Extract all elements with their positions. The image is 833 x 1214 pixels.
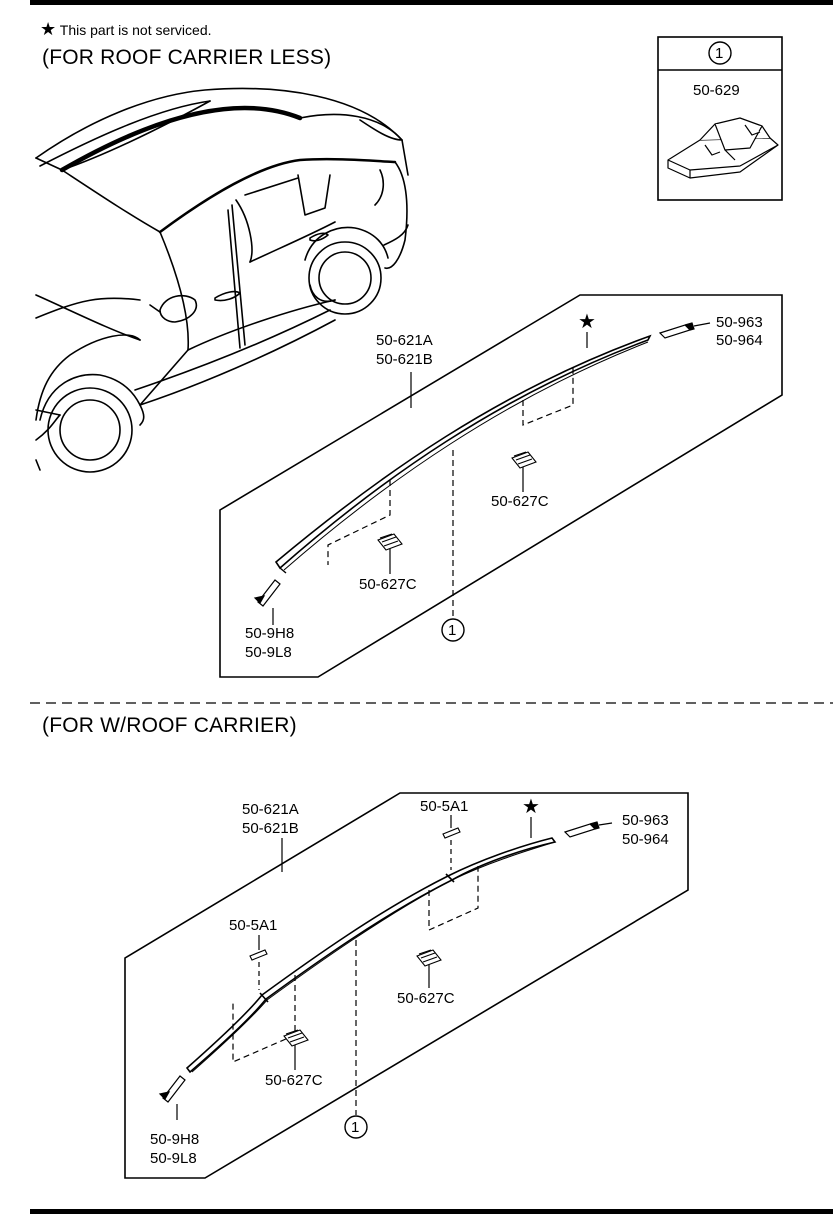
s2-front-cap-label-a: 50-9H8 — [150, 1131, 200, 1148]
s1-molding-label-a: 50-621A — [376, 332, 433, 349]
s2-joint-upper-label: 50-5A1 — [420, 798, 469, 815]
clip-50-627c-upper-icon — [511, 451, 537, 469]
section1-exploded-view — [219, 294, 783, 678]
s1-front-cap-label-a: 50-9H8 — [245, 625, 295, 642]
section1-frame — [219, 294, 783, 678]
clip-50-627c-lower-icon — [283, 1029, 309, 1047]
s1-clip-lower-label: 50-627C — [359, 576, 417, 593]
inset-part-label: 50-629 — [693, 82, 740, 99]
top-rule — [30, 0, 833, 5]
bottom-rule — [30, 1209, 833, 1214]
inset-callout-circle — [708, 41, 732, 65]
section2-frame — [124, 792, 689, 1179]
car-illustration — [35, 87, 409, 473]
s2-clip-lower-label: 50-627C — [265, 1072, 323, 1089]
clip-50-627c-lower-icon — [377, 533, 403, 551]
inset-box — [657, 36, 783, 201]
end-cap-front-icon — [253, 579, 281, 625]
s2-front-cap-label-b: 50-9L8 — [150, 1150, 197, 1167]
clip-50-627c-upper-icon — [416, 949, 442, 967]
joint-50-5a1-upper-icon — [442, 827, 461, 839]
s1-rear-cap-label-b: 50-964 — [716, 332, 763, 349]
s1-molding-label-b: 50-621B — [376, 351, 433, 368]
s2-rear-cap-label-b: 50-964 — [622, 831, 669, 848]
s1-star-marker: ★ — [578, 311, 596, 333]
end-cap-rear-icon — [563, 821, 613, 838]
end-cap-rear-icon — [658, 322, 711, 339]
star-symbol: ★ — [40, 19, 57, 39]
s1-rear-cap-label-a: 50-963 — [716, 314, 763, 331]
s1-callout-label: 1 — [448, 622, 457, 639]
s2-clip-upper-label: 50-627C — [397, 990, 455, 1007]
s2-molding-label-a: 50-621A — [242, 801, 299, 818]
section1-title: (FOR ROOF CARRIER LESS) — [42, 46, 332, 69]
inset-callout-label: 1 — [715, 45, 724, 62]
note-text: This part is not serviced. — [59, 22, 212, 38]
end-cap-front-icon — [158, 1075, 186, 1120]
s1-clip-upper-label: 50-627C — [491, 493, 549, 510]
s2-rear-cap-label-a: 50-963 — [622, 812, 669, 829]
s2-molding-label-b: 50-621B — [242, 820, 299, 837]
clip-50-629-icon — [667, 117, 779, 179]
section2-exploded-view — [124, 792, 689, 1179]
s2-star-marker: ★ — [522, 796, 540, 818]
s2-joint-lower-label: 50-5A1 — [229, 917, 278, 934]
s2-callout-label: 1 — [351, 1119, 360, 1136]
note-line: ★ This part is not serviced. — [40, 20, 212, 38]
section2-title: (FOR W/ROOF CARRIER) — [42, 714, 297, 737]
joint-50-5a1-lower-icon — [249, 949, 268, 961]
s1-front-cap-label-b: 50-9L8 — [245, 644, 292, 661]
section1-molding — [274, 334, 652, 570]
section2-molding — [185, 837, 557, 1074]
